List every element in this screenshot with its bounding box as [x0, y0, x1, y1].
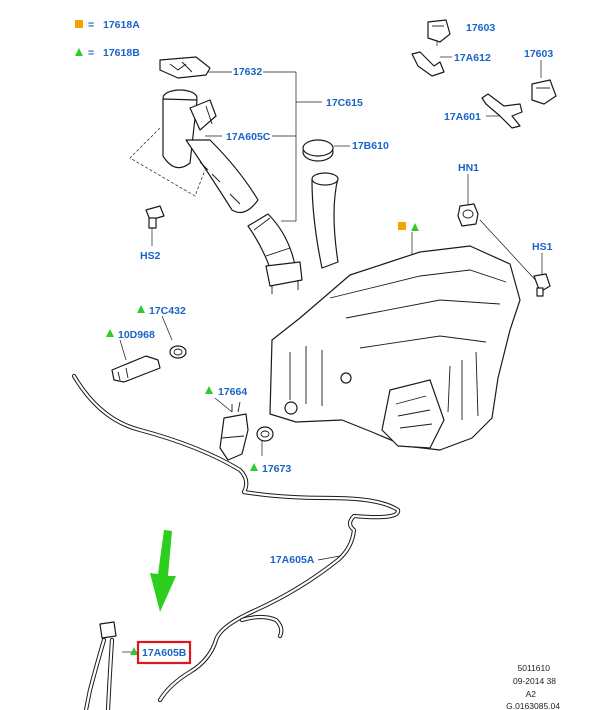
- legend-equals-1: =: [88, 19, 94, 31]
- legend-green-label[interactable]: 17618B: [103, 47, 140, 59]
- green-triangle-marker-17A605B: [130, 647, 138, 655]
- callout-17C615[interactable]: 17C615: [326, 97, 363, 109]
- legend-orange-label[interactable]: 17618A: [103, 19, 140, 31]
- callout-17603-top[interactable]: 17603: [466, 22, 495, 34]
- part-17C615-hose-elbow: [247, 213, 303, 294]
- callout-HN1[interactable]: HN1: [458, 162, 479, 174]
- callout-17A605A[interactable]: 17A605A: [270, 554, 315, 566]
- part-17664-washer-pump: [219, 401, 249, 461]
- drawing-reference-block: 5011610 09-2014 38 A2 G.0163085.04: [506, 663, 560, 710]
- green-triangle-marker-17C432: [137, 305, 145, 313]
- callout-17632[interactable]: 17632: [233, 66, 262, 78]
- ref-number: 5011610: [518, 663, 551, 673]
- callout-17C432[interactable]: 17C432: [149, 305, 186, 317]
- part-17A605B-hose: [83, 614, 284, 710]
- ref-date: 09-2014 38: [513, 676, 556, 686]
- legend: = 17618A = 17618B: [75, 19, 140, 59]
- callout-17664[interactable]: 17664: [218, 386, 247, 398]
- part-17603-washer-jet-left: [427, 19, 451, 43]
- part-17A605A-hose: [71, 373, 401, 703]
- green-down-arrow-icon: [150, 530, 176, 612]
- part-HS2-bolt: [145, 205, 165, 229]
- callout-17A605B[interactable]: 17A605B: [142, 647, 187, 659]
- orange-square-marker: [75, 20, 83, 28]
- part-17A612-connector: [411, 51, 445, 77]
- part-17673-pump-grommet: [256, 426, 274, 442]
- green-triangle-marker-17673: [250, 463, 258, 471]
- callout-17A601[interactable]: 17A601: [444, 111, 481, 123]
- callout-markers: [106, 222, 419, 655]
- part-10D968-level-sensor: [111, 355, 161, 383]
- part-washer-reservoir: [269, 172, 521, 451]
- part-17B610-seal: [302, 139, 334, 162]
- legend-equals-2: =: [88, 47, 94, 59]
- ref-sheet: A2: [526, 689, 537, 699]
- callout-HS1[interactable]: HS1: [532, 241, 553, 253]
- ref-drawing-id: G.0163085.04: [506, 701, 560, 710]
- callout-labels: 17632 17C615 17A605C 17B610 HS2 17603 17…: [118, 22, 553, 659]
- green-triangle-marker-reservoir: [411, 223, 419, 231]
- callout-17A605C[interactable]: 17A605C: [226, 131, 271, 143]
- part-17603-washer-jet-right: [531, 79, 557, 105]
- callout-17673[interactable]: 17673: [262, 463, 291, 475]
- green-triangle-marker-10D968: [106, 329, 114, 337]
- part-17A605C-filler-neck: [129, 89, 259, 213]
- callout-17603-right[interactable]: 17603: [524, 48, 553, 60]
- part-HS1-bolt: [533, 273, 551, 297]
- callout-17B610[interactable]: 17B610: [352, 140, 389, 152]
- part-HN1-nut: [457, 203, 479, 227]
- part-17C432-grommet: [169, 345, 187, 359]
- callout-10D968[interactable]: 10D968: [118, 329, 155, 341]
- green-triangle-marker-17664: [205, 386, 213, 394]
- orange-square-marker-reservoir: [398, 222, 406, 230]
- part-17632-filler-cap-insert: [159, 56, 211, 79]
- green-triangle-marker: [75, 48, 83, 56]
- highlight-box-17A605B: [136, 640, 192, 665]
- part-17A601-t-connector: [481, 93, 523, 129]
- callout-HS2[interactable]: HS2: [140, 250, 161, 262]
- callout-17A612[interactable]: 17A612: [454, 52, 491, 64]
